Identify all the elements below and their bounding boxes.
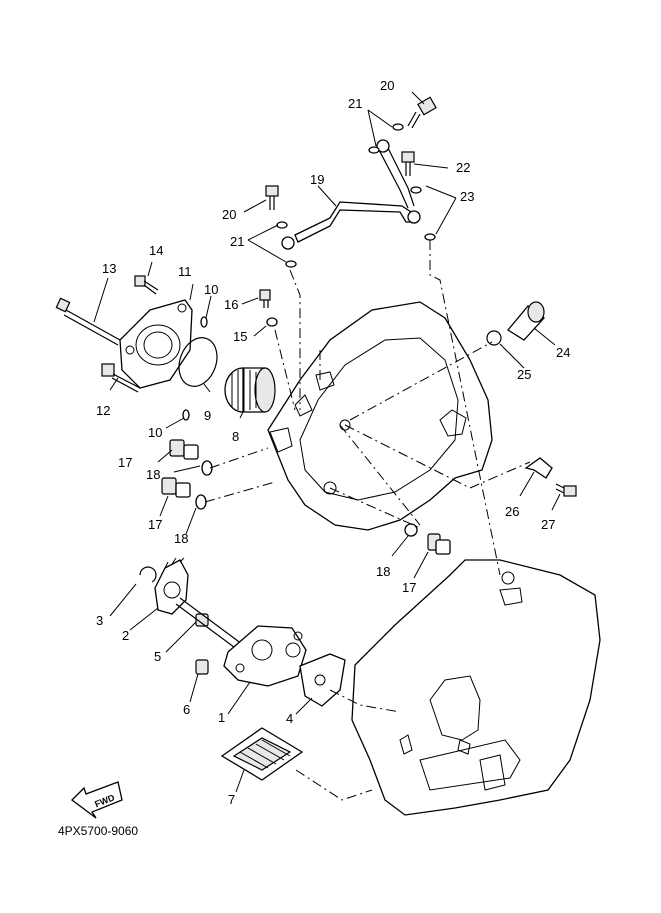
oil-pump-1 xyxy=(223,625,307,687)
gear-2 xyxy=(154,557,189,615)
callout-20: 20 xyxy=(380,78,394,93)
leader-lines xyxy=(93,91,561,793)
strainer-7 xyxy=(220,727,304,781)
oil-filter-cover xyxy=(119,299,193,389)
callout-6: 6 xyxy=(183,702,190,717)
callout-15: 15 xyxy=(233,329,247,344)
plug-17-c xyxy=(427,533,451,555)
callout-11: 11 xyxy=(178,264,192,279)
bolt-14 xyxy=(134,275,159,295)
callout-9: 9 xyxy=(204,408,211,423)
callout-21: 21 xyxy=(348,96,362,111)
callout-16: 16 xyxy=(224,297,238,312)
callout-19: 19 xyxy=(310,172,324,187)
plug-17-b xyxy=(161,477,191,498)
copper-washers xyxy=(276,123,436,268)
callout-14: 14 xyxy=(149,243,163,258)
callout-23: 23 xyxy=(460,189,474,204)
callouts: 20 21 22 19 23 20 21 14 13 11 10 16 15 2… xyxy=(96,78,570,807)
plug-17-a xyxy=(169,439,199,460)
callout-26: 26 xyxy=(505,504,519,519)
callout-18: 18 xyxy=(174,531,188,546)
callout-13: 13 xyxy=(102,261,116,276)
union-bolt-22 xyxy=(401,151,415,176)
pin-6 xyxy=(195,659,209,675)
callout-24: 24 xyxy=(556,345,570,360)
bolt-27 xyxy=(555,483,577,497)
oil-delivery-pipe xyxy=(281,139,421,250)
callout-1: 1 xyxy=(218,710,225,725)
o-rings-10 xyxy=(182,316,208,421)
callout-7: 7 xyxy=(228,792,235,807)
callout-2: 2 xyxy=(122,628,129,643)
circlip-3 xyxy=(139,566,157,583)
callout-18: 18 xyxy=(376,564,390,579)
fitting-24 xyxy=(507,301,545,341)
callout-22: 22 xyxy=(456,160,470,175)
bolt-13 xyxy=(55,297,121,346)
shaft-5 xyxy=(175,597,251,657)
callout-20: 20 xyxy=(222,207,236,222)
callout-25: 25 xyxy=(517,367,531,382)
callout-27: 27 xyxy=(541,517,555,532)
callout-3: 3 xyxy=(96,613,103,628)
o-ring-9 xyxy=(178,337,218,387)
callout-17: 17 xyxy=(148,517,162,532)
assembly-lines xyxy=(204,240,531,801)
fwd-arrow-icon: FWD xyxy=(71,781,123,819)
callout-4: 4 xyxy=(286,711,293,726)
callout-18: 18 xyxy=(146,467,160,482)
diagram-code: 4PX5700-9060 xyxy=(58,824,138,838)
clamp-26 xyxy=(524,457,553,479)
union-bolt-20-upper xyxy=(407,96,437,129)
callout-12: 12 xyxy=(96,403,110,418)
callout-10: 10 xyxy=(204,282,218,297)
gasket-4 xyxy=(299,653,346,707)
callout-8: 8 xyxy=(232,429,239,444)
washers-18 xyxy=(195,460,418,537)
callout-21: 21 xyxy=(230,234,244,249)
crankcase-cover xyxy=(267,301,493,531)
callout-10: 10 xyxy=(148,425,162,440)
o-ring-15 xyxy=(266,317,278,327)
crankcase xyxy=(351,559,601,816)
bolt-16 xyxy=(259,289,271,308)
callout-17: 17 xyxy=(402,580,416,595)
callout-17: 17 xyxy=(118,455,132,470)
o-ring-25 xyxy=(486,330,502,346)
union-bolt-20-lower xyxy=(265,185,279,210)
callout-5: 5 xyxy=(154,649,161,664)
oil-filter-element-8 xyxy=(224,367,276,413)
